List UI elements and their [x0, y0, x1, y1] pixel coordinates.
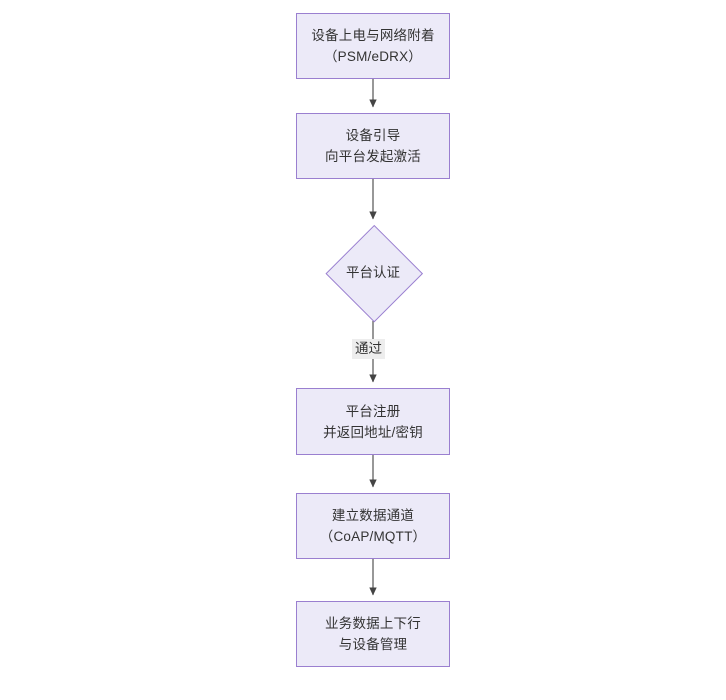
node-label-line: 与设备管理	[338, 637, 408, 652]
node-device-bootstrap[interactable]: 设备引导 向平台发起激活	[296, 113, 450, 179]
node-business-data-and-device-mgmt[interactable]: 业务数据上下行 与设备管理	[296, 601, 450, 667]
node-platform-registration[interactable]: 平台注册 并返回地址/密钥	[296, 388, 450, 455]
node-label-line: 建立数据通道	[331, 508, 415, 523]
node-platform-auth-decision[interactable]: 平台认证	[325, 224, 423, 322]
node-establish-data-channel[interactable]: 建立数据通道 （CoAP/MQTT）	[296, 493, 450, 559]
node-label-line: 向平台发起激活	[325, 149, 421, 164]
node-device-power-on[interactable]: 设备上电与网络附着 （PSM/eDRX）	[296, 13, 450, 79]
node-label-line: 并返回地址/密钥	[323, 424, 423, 440]
node-label-line: 设备上电与网络附着	[311, 28, 435, 43]
node-label-line: （CoAP/MQTT）	[319, 529, 427, 544]
node-label-line: 业务数据上下行	[325, 616, 421, 631]
node-label-line: 设备引导	[345, 128, 401, 143]
node-label-line: 平台注册	[345, 403, 401, 419]
node-label-line: （PSM/eDRX）	[323, 49, 423, 64]
edge-label-pass: 通过	[352, 339, 385, 359]
node-label-line: 平台认证	[346, 264, 400, 280]
